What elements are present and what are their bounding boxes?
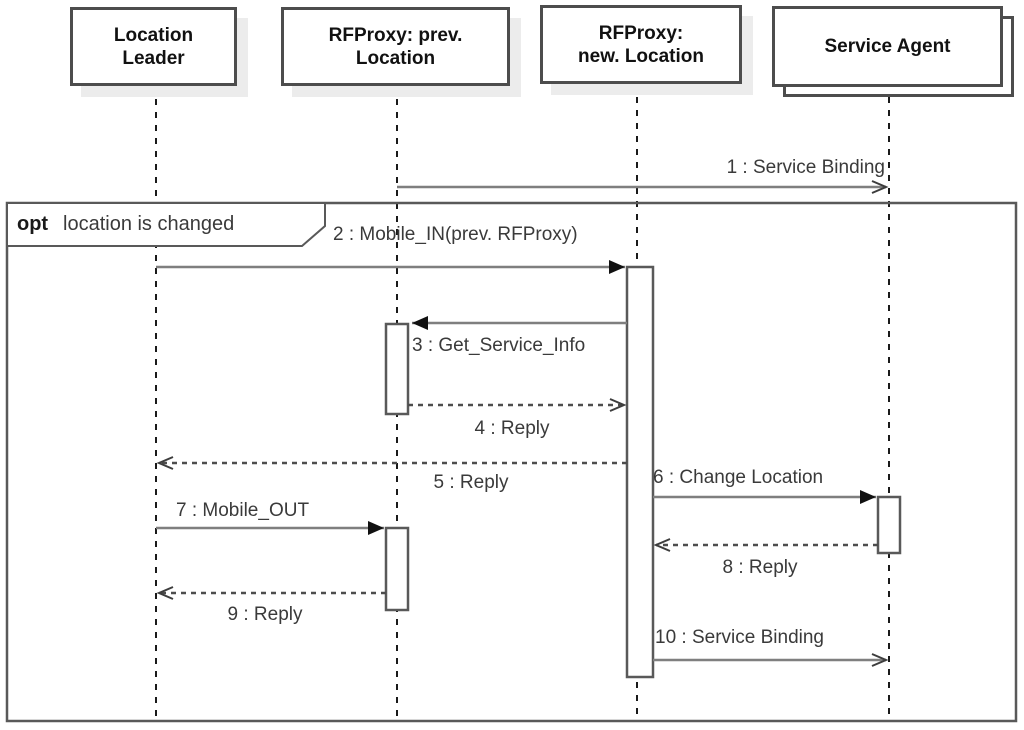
activation-service-agent [876,495,902,555]
lifeline-name-line: RFProxy: prev. [328,24,463,46]
message-1-label: 1 : Service Binding [726,157,885,178]
message-10-label: 10 : Service Binding [655,627,824,648]
lifeline-name-line: Leader [122,47,185,69]
lifeline-head-service-agent: Service Agent [772,6,1003,87]
message-9-label: 9 : Reply [227,604,303,625]
lifeline-head-rfproxy-new: RFProxy: new. Location [540,5,742,84]
lifeline-head-location-leader: Location Leader [70,7,237,86]
opt-fragment-frame [5,201,1018,723]
lifeline-name-line: Service Agent [824,36,951,57]
activation-rfproxy-prev-2 [384,526,410,612]
activation-rfproxy-prev-1 [384,322,410,416]
opt-fragment-label-pentagon [6,202,326,247]
lifeline-name-line: RFProxy: [598,22,684,44]
lifeline-name-line: new. Location [578,45,704,67]
message-3-label: 3 : Get_Service_Info [412,335,586,356]
message-8-label: 8 : Reply [722,557,798,578]
lifeline-name-line: Location [355,47,436,69]
message-7-label: 7 : Mobile_OUT [176,500,310,521]
message-2-label: 2 : Mobile_IN(prev. RFProxy) [333,224,578,245]
fragment-guard-label: location is changed [63,213,235,235]
message-5-label: 5 : Reply [433,472,509,493]
message-6-label: 6 : Change Location [653,467,824,488]
fragment-operator-label: opt [17,213,49,235]
activation-rfproxy-new [625,265,655,679]
lifeline-name-line: Location [113,24,194,46]
lifeline-head-rfproxy-prev: RFProxy: prev. Location [281,7,510,86]
message-4-label: 4 : Reply [474,418,550,439]
